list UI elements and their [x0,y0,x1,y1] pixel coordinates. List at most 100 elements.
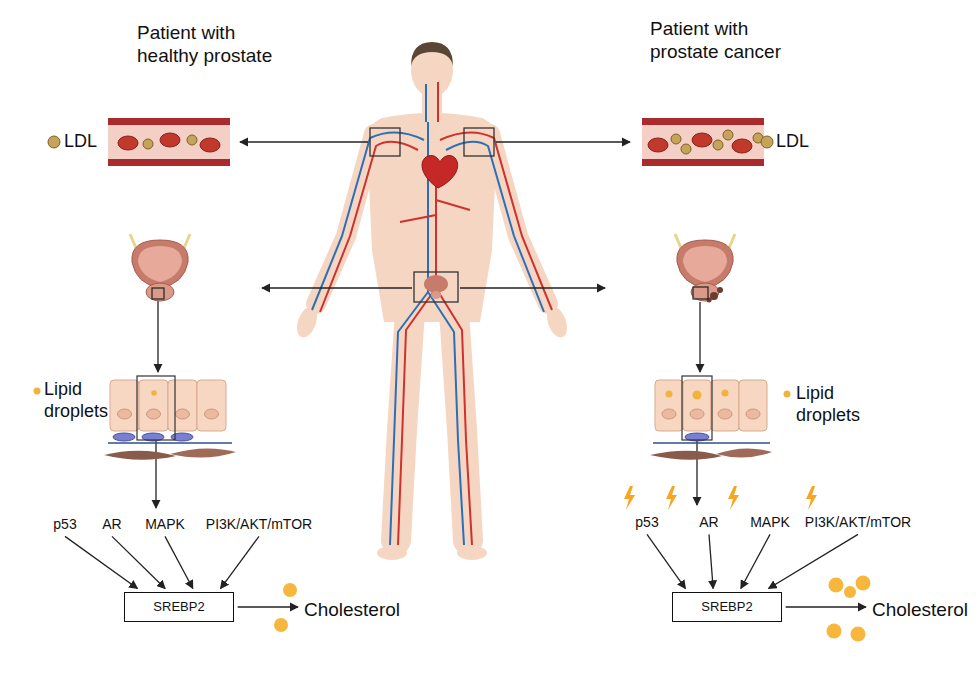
node-text: SREBP2 [153,599,204,616]
epithelium-tumor [746,409,760,419]
epithelium-tumor [650,451,722,460]
heart [422,155,458,188]
cholesterol-dot [274,618,288,632]
zoom-frame [414,272,458,302]
epithelium [139,380,168,431]
epithelium-tumor [716,448,772,457]
bladder-prostate-tumor [707,298,712,303]
lipid-droplet-icon [34,388,41,395]
signal-arrow [165,536,193,588]
node-text: AR [100,516,123,533]
pelvic-organs [431,291,441,299]
signal-arrow [221,536,259,588]
product-term: Cholesterol [302,599,402,622]
epithelium [118,409,132,419]
ldl-icon [761,136,773,148]
blood-vessels [320,142,418,312]
lipid-droplet-icon [34,388,791,398]
vessel-section [187,135,197,145]
signal-arrow [647,534,685,588]
pathway-term: AR [100,516,123,533]
node-text: MAPK [748,514,792,531]
epithelium-tumor [683,380,711,431]
epithelium [147,409,161,419]
epithelium [110,380,139,431]
vessel-section [642,118,764,166]
pathway-term: AR [697,514,720,531]
process-box: SREBP2 [124,592,233,623]
epithelium [104,376,236,460]
pathway-term: PI3K/AKT/mTOR [803,514,913,531]
epithelium-tumor [666,391,673,398]
vessel-section [108,118,230,166]
activation-bolt [806,486,817,510]
epithelium-tumor [739,380,767,431]
bladder-prostate-tumor [710,292,718,300]
human-figure [543,304,571,340]
epithelium [104,451,176,460]
bladder-prostate [132,240,188,288]
bladder-prostate-tumor [693,287,708,299]
pathway-term: MAPK [143,516,187,533]
lipid-droplet-icon [784,391,791,398]
cholesterol-dot [827,624,842,639]
blood-vessels [425,84,427,122]
activation-bolt [728,486,739,510]
bladder-prostate-tumor [675,234,681,248]
node-text: p53 [51,516,78,533]
blood-vessels [436,288,472,545]
cholesterol-dot [829,578,844,593]
epithelium [170,448,236,457]
zoom-arrow [262,287,412,288]
product-term: Cholesterol [870,599,970,622]
node-text: SREBP2 [701,599,752,616]
epithelium-tumor [655,380,683,431]
ldl-icon [48,136,60,148]
signal-arrow [741,534,770,588]
vessel-section [108,118,230,166]
human-figure [293,42,571,560]
cholesterol-dot [851,627,866,642]
signal-arrow [238,606,298,607]
heading: Patient with healthy prostate [137,22,297,68]
zoom-frame [370,128,494,302]
epithelium-tumor [693,391,702,400]
epithelium-tumor [690,409,704,419]
vessel-section [713,140,723,150]
pelvic-organs [424,275,448,293]
epithelium-tumor [682,376,712,440]
vessel-section [671,134,681,144]
blood-vessels [312,82,552,545]
vessel-section [200,138,220,152]
ldl-icon [48,136,773,148]
vessel-section [642,118,764,166]
vessel-section [108,159,230,166]
zoom-arrow [240,141,368,142]
activation-bolt [624,486,635,510]
signal-arrow [769,534,858,588]
zoom-frame [370,128,400,156]
node-text: MAPK [143,516,187,533]
epithelium [176,409,190,419]
vessel-section [118,136,138,150]
vessel-section [723,130,733,140]
pathway-term: MAPK [748,514,792,531]
blood-vessels [446,142,544,312]
node-text: PI3K/AKT/mTOR [204,516,314,533]
bladder-prostate [184,234,190,248]
heading: Patient with prostate cancer [650,18,810,64]
bladder-prostate-tumor [677,240,733,288]
node-text: p53 [633,514,660,531]
pelvic-organs [424,275,448,299]
epithelium [205,409,219,419]
epithelium [168,380,197,431]
human-figure [411,42,453,66]
epithelium-tumor [650,376,772,460]
epithelium-tumor [662,409,676,419]
epithelium [151,390,157,396]
human-figure [411,43,453,97]
bladder-prostate-tumor [717,287,723,293]
bladder-prostate [138,246,182,282]
lipid-droplet-label: Lipid droplets [796,383,876,426]
ldl-label: LDL [776,131,809,153]
